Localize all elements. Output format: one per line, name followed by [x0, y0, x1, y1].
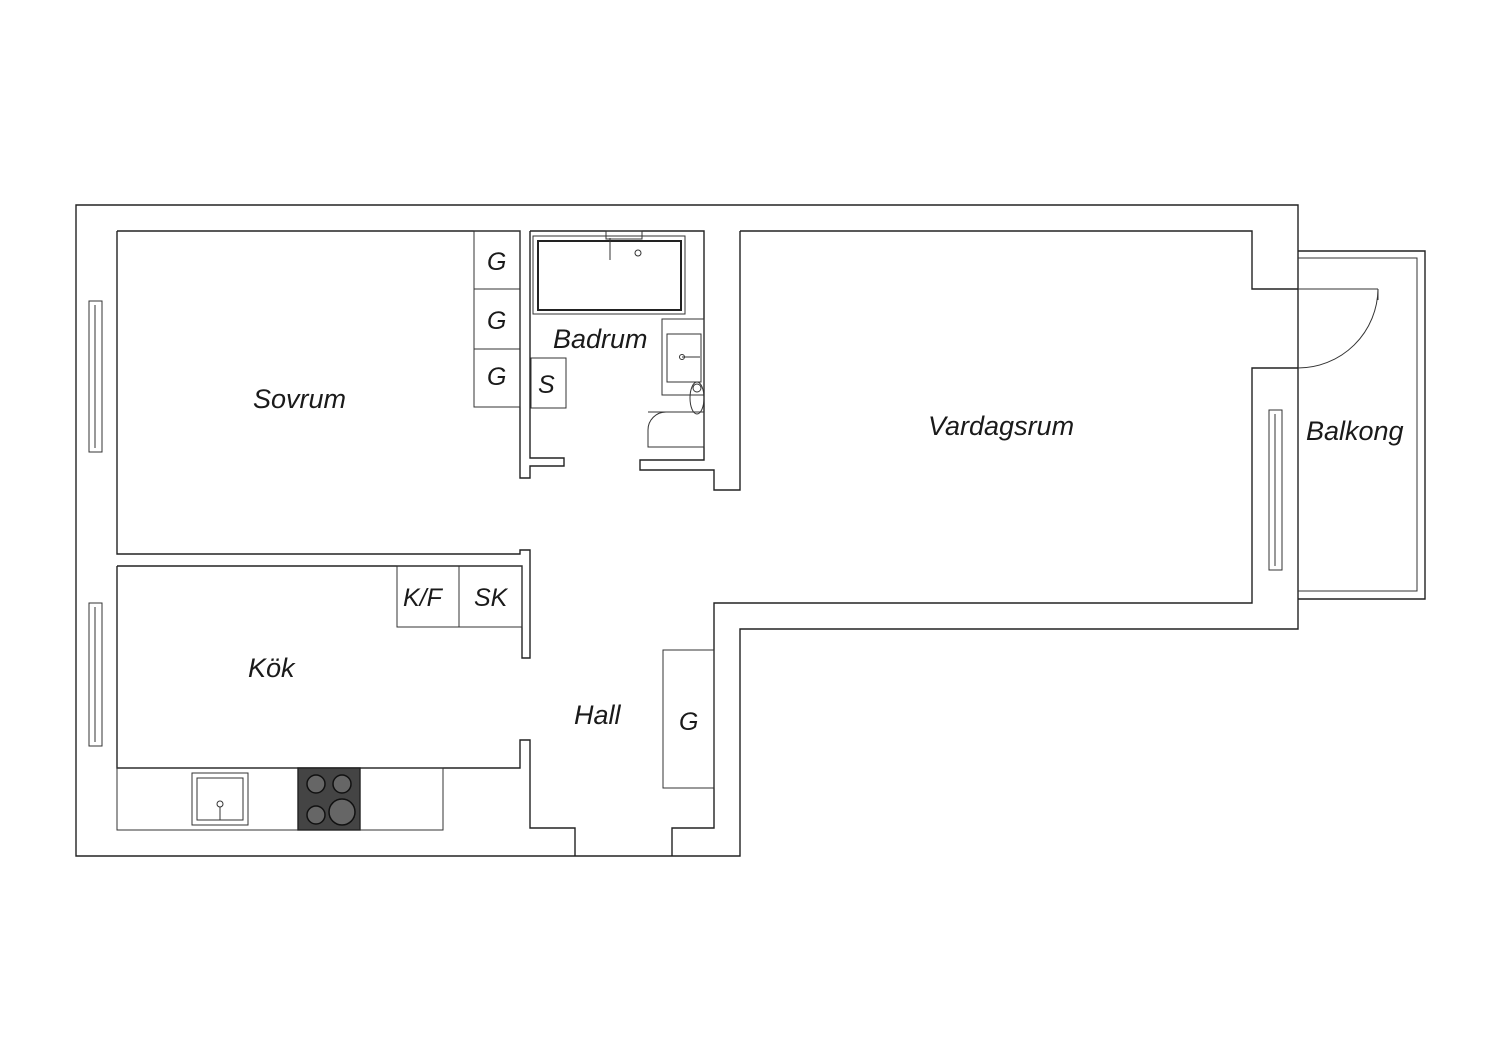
balcony — [1297, 250, 1426, 600]
toilet — [647, 381, 705, 448]
bath-cabinet — [530, 357, 567, 409]
bathtub — [532, 230, 686, 315]
room-label-badrum: Badrum — [553, 324, 648, 354]
wardrobe-label-1: G — [487, 248, 506, 276]
sink — [191, 772, 249, 826]
room-label-hall: Hall — [574, 700, 622, 730]
room-label-vardagsrum: Vardagsrum — [928, 411, 1074, 441]
stove — [297, 767, 361, 831]
wardrobe-label-3: G — [487, 363, 506, 391]
hall-wardrobe — [662, 649, 715, 789]
cabinet-label: SK — [474, 584, 509, 612]
inner-walls — [116, 230, 1298, 856]
sovrum-wardrobes — [473, 230, 521, 408]
kitchen-counter — [116, 565, 523, 831]
room-label-kok: Kök — [248, 653, 296, 683]
hall-wardrobe-label: G — [679, 708, 698, 736]
wardrobe-label-2: G — [487, 307, 506, 335]
windows — [88, 300, 1283, 747]
room-label-balkong: Balkong — [1306, 416, 1404, 446]
outer-walls — [75, 204, 1299, 857]
fridge-freezer-label: K/F — [403, 584, 444, 612]
room-label-sovrum: Sovrum — [253, 384, 346, 414]
bath-cabinet-label: S — [538, 371, 555, 399]
washbasin — [661, 318, 705, 396]
